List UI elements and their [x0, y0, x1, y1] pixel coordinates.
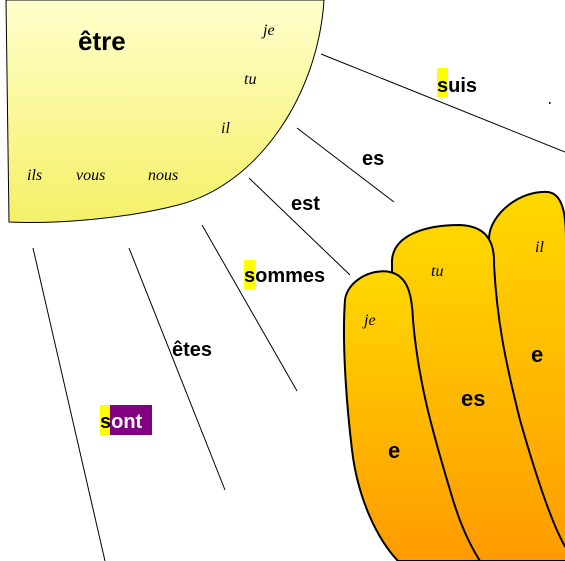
ray-est — [248, 177, 351, 276]
highlight-suis-s — [437, 68, 448, 97]
ray-sont — [32, 247, 106, 561]
ray-label-est: est — [291, 193, 320, 215]
finger-pronoun-je: je — [362, 312, 376, 329]
ray-etes — [128, 247, 226, 491]
ray-suis — [320, 53, 565, 153]
finger-ending-il: e — [531, 342, 543, 367]
finger-pronoun-tu: tu — [431, 263, 443, 280]
finger-je — [342, 270, 482, 561]
ray-label-es: es — [362, 148, 384, 170]
sun-pronoun-je: je — [261, 22, 275, 39]
sun-pronoun-ils: ils — [27, 167, 42, 184]
ray-sommes — [201, 224, 298, 392]
ray-label-sommes: sommes — [244, 265, 325, 287]
sun-pronoun-nous: nous — [148, 167, 178, 184]
sun-pronoun-il: il — [221, 120, 230, 137]
highlight-sommes-s — [244, 260, 255, 289]
sun-pronoun-tu: tu — [244, 71, 256, 88]
finger-pronoun-il: il — [535, 239, 544, 256]
stray-dot — [549, 102, 551, 104]
ray-label-sont: sont — [100, 411, 143, 433]
ray-label-sont-first: s — [100, 411, 111, 433]
ray-label-suis-rest: uis — [448, 75, 477, 97]
sun-title: être — [78, 26, 126, 56]
ray-label-sont-rest: ont — [111, 411, 142, 433]
ray-es — [296, 127, 395, 203]
finger-ending-tu: es — [461, 386, 485, 411]
highlight-sont-s — [100, 405, 110, 435]
ray-label-sommes-rest: ommes — [255, 265, 325, 287]
sun-pronoun-vous: vous — [76, 167, 105, 184]
sun-shape — [5, 0, 325, 223]
ray-label-sommes-first: s — [244, 265, 255, 287]
highlight-sont-rest — [110, 405, 152, 435]
ray-label-etes: êtes — [172, 339, 212, 361]
ray-label-suis-first: s — [437, 75, 448, 97]
finger-ending-je: e — [388, 438, 400, 463]
ray-label-suis: suis — [437, 75, 477, 97]
